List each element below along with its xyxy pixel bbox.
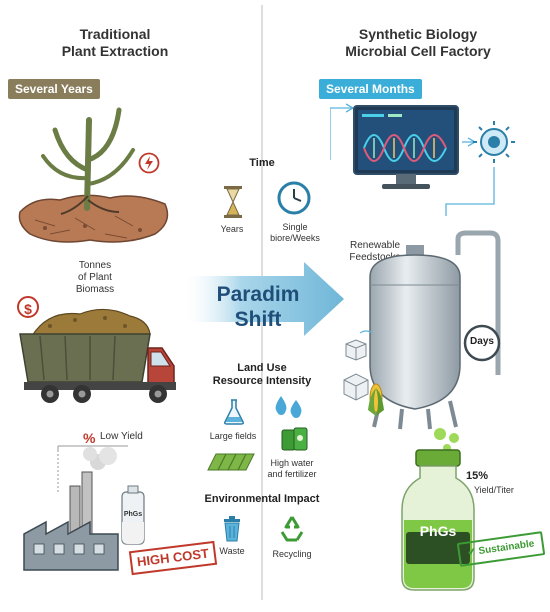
- left-title-line2: Plant Extraction: [61, 43, 169, 59]
- right-time-badge: Several Months: [319, 79, 422, 99]
- waste-label: Waste: [219, 546, 245, 556]
- product-bottle-illustration: [401, 449, 475, 591]
- weeks-label-line2: biore/Weeks: [270, 233, 320, 243]
- fertilizer-bags-icon: [281, 427, 308, 451]
- paradigm-shift-line2: Shift: [234, 308, 282, 331]
- right-title-line2: Microbial Cell Factory: [345, 43, 491, 59]
- right-title-line1: Synthetic Biology: [358, 26, 478, 42]
- yield-titer-label: Yield/Titer: [474, 485, 514, 495]
- left-title-line1: Traditional: [79, 26, 151, 42]
- renewable-feedstocks-line1: Renewable: [349, 240, 401, 251]
- low-yield-label: Low Yield: [100, 431, 143, 442]
- days-label: Days: [470, 336, 494, 347]
- dump-truck-illustration: [19, 308, 176, 403]
- land-use-heading: Land Use Resource Intensity: [205, 362, 319, 388]
- recycling-icon: [280, 516, 304, 542]
- dna-monitor-illustration: [330, 103, 515, 216]
- land-use-heading-line1: Land Use: [237, 362, 287, 374]
- plant-on-soil-illustration: [18, 107, 169, 243]
- years-label: Years: [220, 224, 244, 234]
- environmental-impact-heading: Environmental Impact: [204, 493, 320, 505]
- renewable-feedstocks-line2: Feedstocks: [349, 252, 401, 263]
- left-product-label: PhGs: [123, 511, 143, 518]
- trash-bin-icon: [224, 516, 240, 542]
- left-title: Traditional Plant Extraction: [30, 26, 200, 60]
- biomass-label: Tonnes of Plant Biomass: [60, 260, 130, 296]
- weeks-label-line1: Single: [282, 222, 308, 232]
- percent-symbol: %: [83, 430, 96, 446]
- land-use-heading-line2: Resource Intensity: [212, 375, 312, 387]
- biomass-label-line1: Tonnes: [78, 260, 112, 271]
- yield-percent: 15%: [466, 470, 489, 482]
- flask-icon: [224, 399, 244, 425]
- sustainable-text: Sustainable: [477, 538, 536, 558]
- clock-icon: [277, 181, 311, 215]
- bioreactor-illustration: [359, 230, 501, 430]
- paradigm-shift-text: Paradim Shift: [208, 282, 308, 332]
- biomass-label-line3: Biomass: [75, 284, 115, 295]
- weeks-label: Single biore/Weeks: [265, 222, 325, 244]
- recycling-label: Recycling: [272, 549, 312, 559]
- time-heading: Time: [249, 157, 275, 169]
- fields-icon: [207, 453, 255, 471]
- left-time-badge: Several Years: [8, 79, 100, 99]
- renewable-feedstocks-label: Renewable Feedstocks: [340, 240, 410, 264]
- paradigm-shift-line1: Paradim: [216, 283, 300, 306]
- biomass-label-line2: of Plant: [78, 272, 112, 283]
- large-fields-label: Large fields: [209, 431, 257, 441]
- dollar-cost-icon: $: [17, 296, 39, 318]
- right-title: Synthetic Biology Microbial Cell Factory: [318, 26, 518, 60]
- hourglass-icon: [224, 186, 242, 218]
- paradigm-shift-arrow: [186, 262, 344, 336]
- feedstock-cubes-illustration: [343, 339, 384, 416]
- water-drops-icon: [275, 396, 302, 418]
- checkmark-icon: ✔: [466, 546, 477, 559]
- water-fertilizer-line1: High water: [270, 458, 314, 468]
- water-fertilizer-label: High water and fertilizer: [264, 458, 320, 480]
- water-fertilizer-line2: and fertilizer: [267, 469, 317, 479]
- right-product-label: PhGs: [419, 523, 457, 539]
- factory-illustration: [23, 445, 145, 571]
- lightning-warning-icon: [138, 152, 160, 174]
